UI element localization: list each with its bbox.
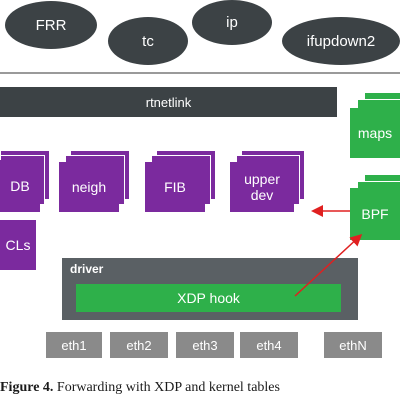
tc-label: tc	[142, 32, 154, 50]
ifupdown2-label: ifupdown2	[306, 32, 376, 50]
maps-label: maps	[357, 125, 393, 141]
maps-box: maps	[350, 108, 400, 158]
iface-eth4: eth4	[240, 332, 298, 358]
neigh-box: neigh	[59, 162, 119, 212]
figure-caption-label: Figure 4.	[0, 380, 54, 395]
acls-label: CLs	[5, 237, 31, 253]
rtnetlink-label: rtnetlink	[145, 94, 192, 110]
driver-block: driver XDP hook	[62, 258, 358, 320]
iface-ethN-label: ethN	[339, 337, 367, 353]
frr-label: FRR	[35, 16, 67, 34]
figure-caption-text: Forwarding with XDP and kernel tables	[56, 380, 280, 395]
figure-caption: Figure 4. Forwarding with XDP and kernel…	[0, 380, 280, 396]
iface-eth1: eth1	[46, 332, 102, 358]
tc-node: tc	[108, 17, 188, 65]
iface-ethN: ethN	[324, 332, 382, 358]
rtnetlink-bar: rtnetlink	[0, 87, 337, 117]
fib-box: FIB	[145, 162, 205, 212]
bpf-box: BPF	[350, 188, 400, 240]
iface-eth2: eth2	[110, 332, 168, 358]
iface-eth1-label: eth1	[61, 337, 87, 353]
fib-label: FIB	[164, 179, 186, 195]
iface-eth3: eth3	[176, 332, 234, 358]
ip-node: ip	[192, 0, 272, 45]
iface-eth3-label: eth3	[192, 337, 218, 353]
xdp-to-bpf-arrow	[294, 233, 363, 297]
upper-dev-box: upper dev	[230, 162, 294, 212]
iface-eth4-label: eth4	[256, 337, 282, 353]
bpf-label: BPF	[361, 206, 389, 222]
xdp-hook-bar: XDP hook	[76, 284, 341, 312]
db-label: DB	[10, 178, 30, 194]
frr-node: FRR	[5, 1, 97, 49]
xdp-hook-label: XDP hook	[177, 290, 240, 306]
acls-box: CLs	[0, 220, 36, 270]
driver-label: driver	[70, 262, 104, 276]
kernel-boundary-line	[0, 72, 400, 74]
db-box: DB	[0, 160, 40, 212]
upper-dev-label: upper dev	[244, 171, 280, 203]
ip-label: ip	[226, 14, 238, 31]
ifupdown2-node: ifupdown2	[282, 17, 400, 65]
neigh-label: neigh	[71, 179, 107, 195]
iface-eth2-label: eth2	[126, 337, 152, 353]
